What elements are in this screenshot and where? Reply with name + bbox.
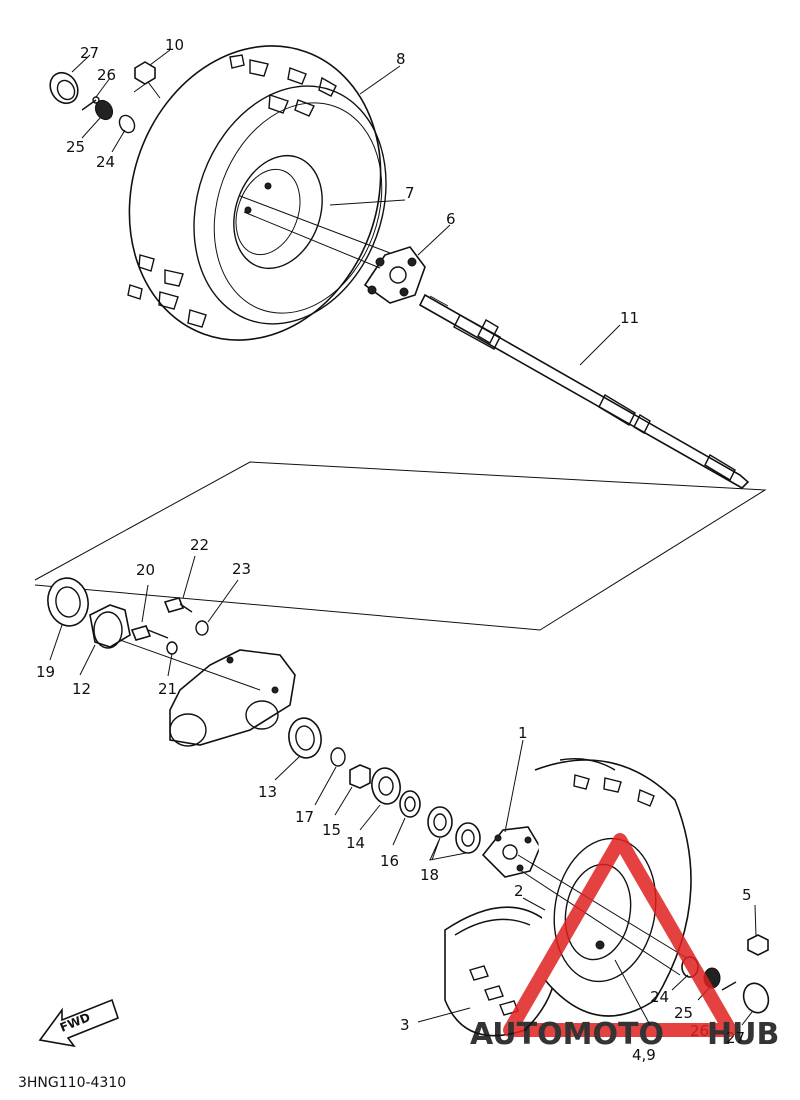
- callout-24-top: 24: [96, 153, 115, 171]
- callout-19: 19: [36, 663, 55, 681]
- washer-16: [399, 790, 421, 818]
- callout-22: 22: [190, 536, 209, 554]
- seal-13: [288, 717, 322, 759]
- top-fasteners: [49, 61, 161, 134]
- callout-10: 10: [165, 36, 184, 54]
- callout-15: 15: [322, 821, 341, 839]
- bearing-12: [89, 604, 131, 649]
- callout-25-top: 25: [66, 138, 85, 156]
- callout-26-top: 26: [97, 66, 116, 84]
- callout-8: 8: [396, 50, 406, 68]
- callout-5: 5: [742, 886, 752, 904]
- tread-pattern: [127, 54, 337, 328]
- callout-21: 21: [158, 680, 177, 698]
- rear-axle-11: [418, 293, 750, 489]
- oring-17: [330, 747, 346, 767]
- callout-13: 13: [258, 783, 277, 801]
- final-gear-case: [119, 639, 296, 747]
- callout-6: 6: [446, 210, 456, 228]
- callout-23: 23: [232, 560, 251, 578]
- wheel-hub-6: [363, 246, 426, 304]
- callout-2: 2: [514, 882, 524, 900]
- callout-3: 3: [400, 1016, 410, 1034]
- bolts-20-22: [130, 597, 209, 655]
- collar-15: [349, 764, 371, 789]
- bearing-14: [371, 767, 401, 805]
- callout-1: 1: [518, 724, 528, 742]
- callout-16: 16: [380, 852, 399, 870]
- rear-wheel-top: [127, 45, 387, 341]
- callout-labels: 8 7 6 11 10 27 26 25 24 22 20 23 19 12 2…: [36, 36, 752, 1064]
- tread-pattern-bottom: [469, 774, 655, 1016]
- callout-27-top: 27: [80, 44, 99, 62]
- callout-14: 14: [346, 834, 365, 852]
- callout-12: 12: [72, 680, 91, 698]
- watermark-hub: HUB: [707, 1017, 779, 1052]
- diagram-code: 3HNG110-4310: [18, 1075, 126, 1091]
- callout-20: 20: [136, 561, 155, 579]
- callout-7: 7: [405, 184, 415, 202]
- oil-seal-19: [47, 577, 89, 627]
- callout-17: 17: [295, 808, 314, 826]
- seals-18: [427, 806, 481, 854]
- rear-wheel-bottom: [444, 758, 692, 1037]
- callout-25-bottom: 25: [674, 1004, 693, 1022]
- fwd-arrow: FWD: [38, 998, 119, 1048]
- watermark-logo: AUTOMOTO HUB: [470, 833, 779, 1052]
- callout-11: 11: [620, 309, 639, 327]
- callout-4-9: 4,9: [632, 1046, 656, 1064]
- callout-24-bottom: 24: [650, 988, 669, 1006]
- callout-18: 18: [420, 866, 439, 884]
- watermark-automoto: AUTOMOTO: [470, 1017, 664, 1052]
- wheel-hub-1: [481, 826, 541, 878]
